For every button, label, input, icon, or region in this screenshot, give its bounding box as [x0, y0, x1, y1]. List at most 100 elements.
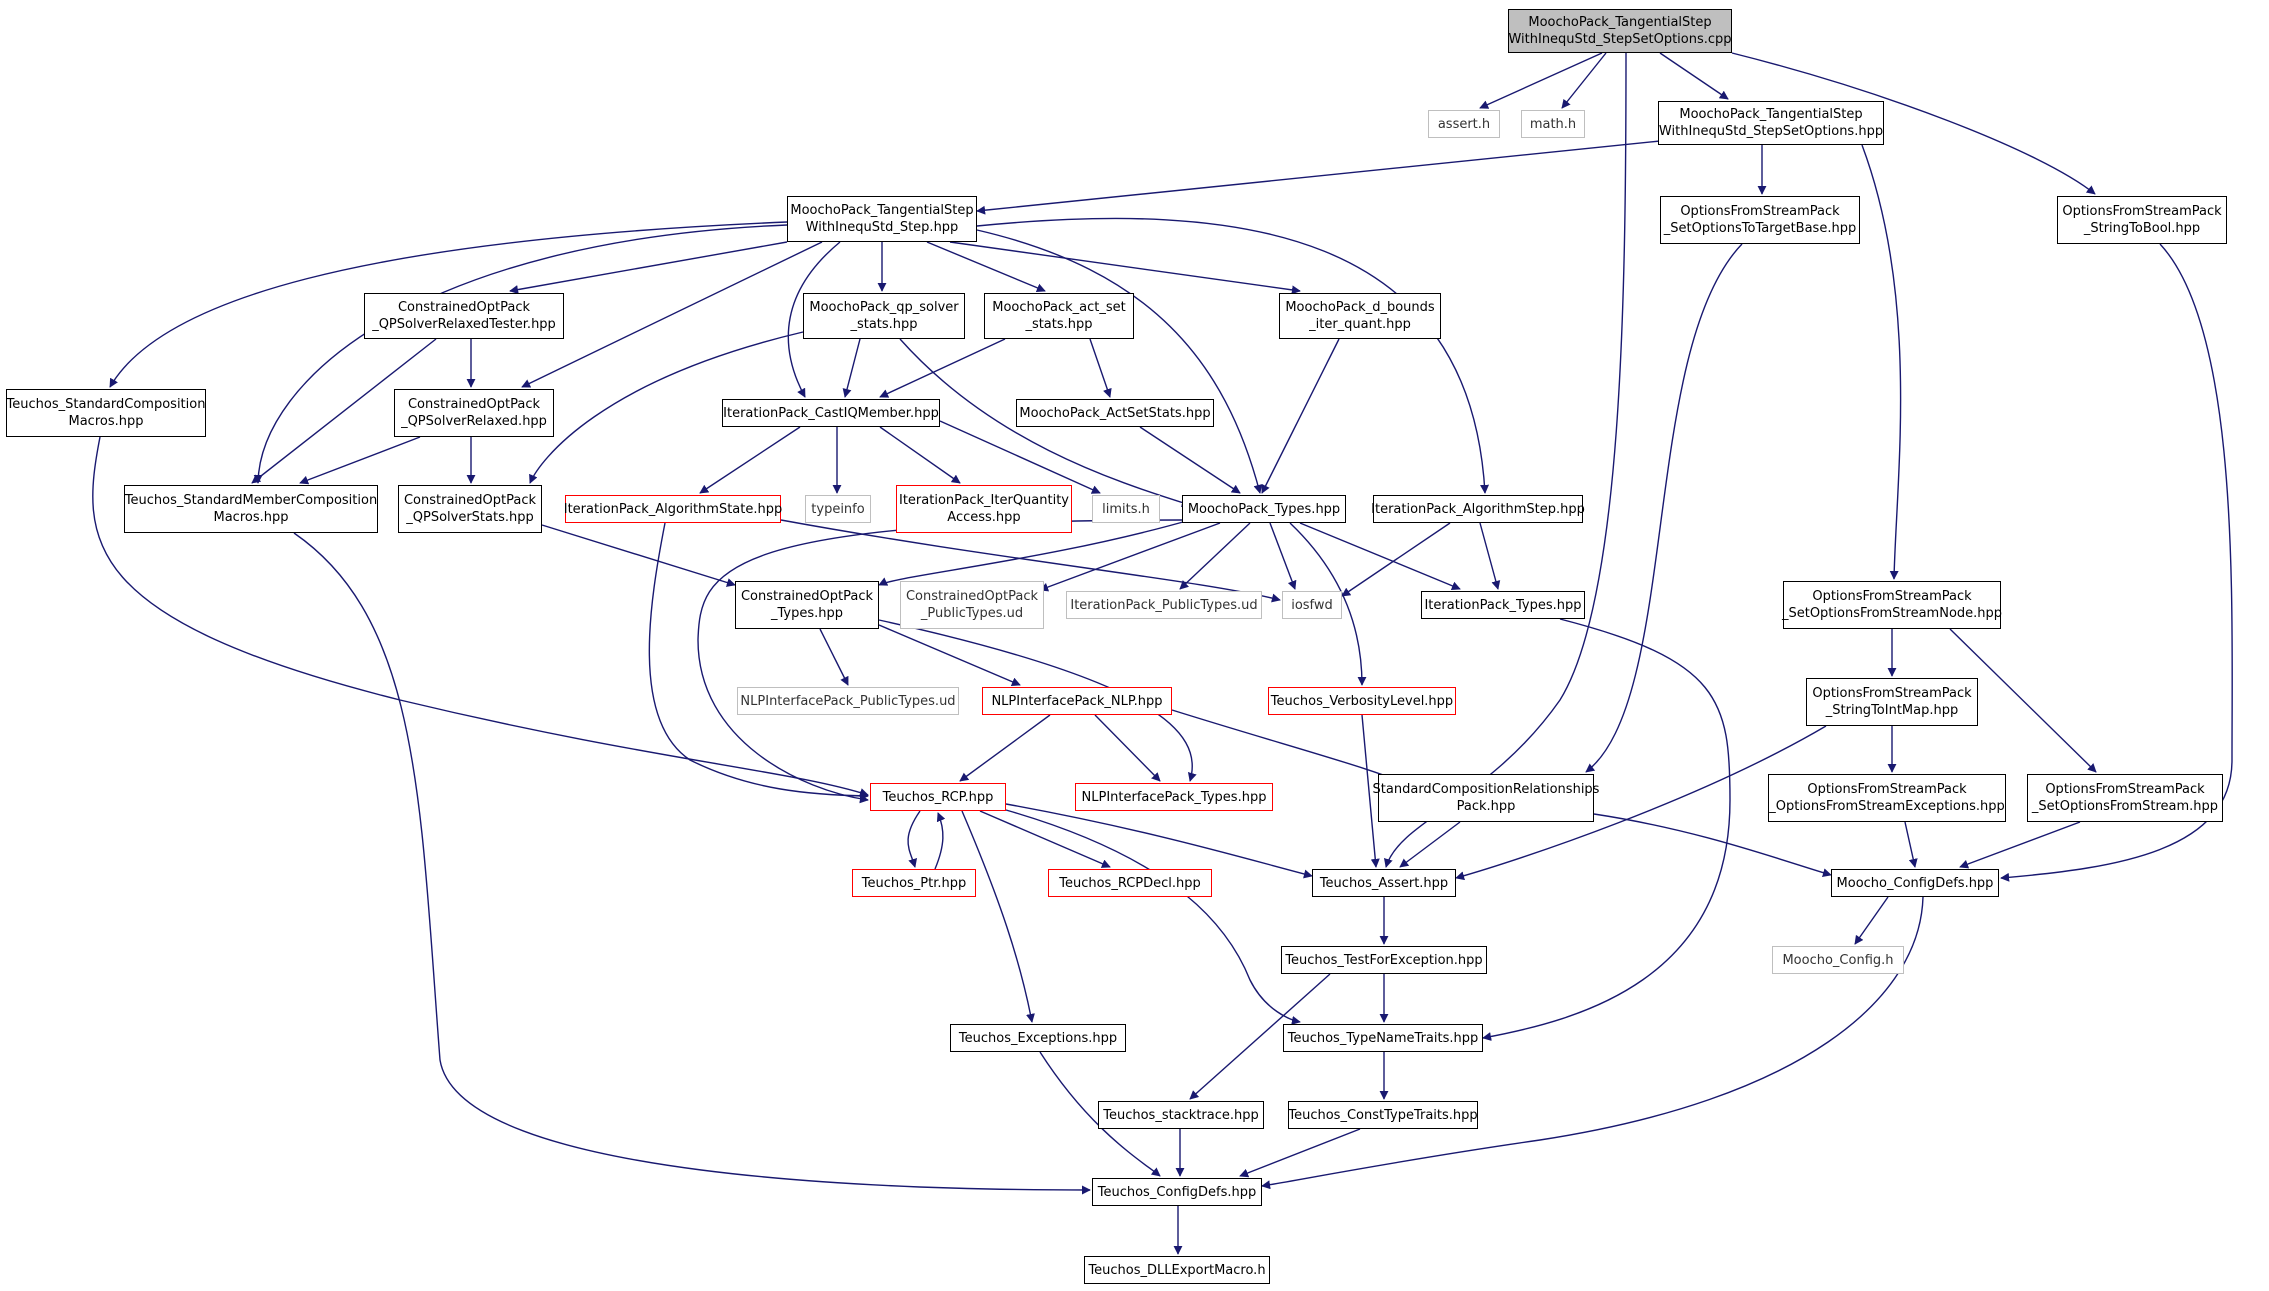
edge-step-to-actset-stats: [926, 241, 1046, 293]
edge-rcp-to-teuchos-assert: [1005, 803, 1313, 879]
node-limits-h[interactable]: limits.h: [1092, 495, 1160, 523]
node-testforexception[interactable]: Teuchos_TestForException.hpp: [1281, 946, 1487, 974]
edge-exceptions-to-t-configdefs: [1039, 1051, 1161, 1177]
node-algorithmstate[interactable]: IterationPack_AlgorithmState.hpp: [564, 495, 782, 523]
edge-fromstreamnode-to-fromstream: [1949, 628, 2097, 773]
node-root-cpp[interactable]: MoochoPack_TangentialStep WithInequStd_S…: [1508, 9, 1732, 53]
node-act-set-stats[interactable]: MoochoPack_act_set _stats.hpp: [984, 293, 1134, 339]
edge-testforexc-to-stacktrace: [1189, 973, 1331, 1100]
edge-nlp-hpp-to-rcp: [959, 714, 1051, 782]
node-ip-publictypes-ud[interactable]: IterationPack_PublicTypes.ud: [1066, 591, 1262, 619]
edge-algstate-to-rcp: [648, 522, 869, 801]
edge-dbounds-to-moochotypes: [1261, 338, 1340, 494]
node-algorithmstep[interactable]: IterationPack_AlgorithmStep.hpp: [1371, 495, 1585, 523]
edge-step-to-dbounds: [949, 241, 1301, 295]
edge-algstep-to-iosfwd: [1341, 522, 1451, 597]
edge-nlp-hpp-to-nlp-types: [1094, 714, 1161, 782]
node-std-composition-macros[interactable]: Teuchos_StandardComposition Macros.hpp: [6, 389, 206, 437]
node-moocho-config-h[interactable]: Moocho_Config.h: [1772, 946, 1904, 974]
node-verbositylevel[interactable]: Teuchos_VerbosityLevel.hpp: [1268, 687, 1456, 715]
node-castiqmember[interactable]: IterationPack_CastIQMember.hpp: [722, 399, 940, 427]
edge-actset-stats-to-actsetstats: [1089, 338, 1112, 398]
node-iterationpack-types[interactable]: IterationPack_Types.hpp: [1421, 591, 1585, 619]
node-math-h[interactable]: math.h: [1521, 110, 1585, 138]
edge-root-to-teuchos-assert: [1384, 52, 1627, 868]
node-iosfwd[interactable]: iosfwd: [1282, 591, 1342, 619]
edge-stringtointmap-to-teuchos-assert: [1455, 725, 1827, 881]
node-stepsetoptions-hpp[interactable]: MoochoPack_TangentialStep WithInequStd_S…: [1658, 101, 1884, 145]
edge-rcp-to-rcpdecl: [979, 810, 1111, 868]
edge-settotarget-to-scrp: [1585, 243, 1743, 773]
edge-stdmembermacros-to-t-configdefs: [293, 532, 1091, 1195]
edge-moochotypes-to-ip-types: [1299, 522, 1461, 591]
edge-qpsolverstats-to-cop-types: [541, 524, 736, 587]
node-cop-publictypes-ud[interactable]: ConstrainedOptPack _PublicTypes.ud: [900, 581, 1044, 629]
edge-step-to-moochotypes: [976, 229, 1263, 494]
node-teuchos-rcpdecl[interactable]: Teuchos_RCPDecl.hpp: [1048, 869, 1212, 897]
edge-root-to-assert-h: [1479, 52, 1603, 109]
node-qpsolverstats[interactable]: ConstrainedOptPack _QPSolverStats.hpp: [398, 485, 542, 533]
edge-stringtobool-to-moocho-configdefs: [2000, 243, 2233, 882]
node-qpsolverrelaxedtester[interactable]: ConstrainedOptPack _QPSolverRelaxedTeste…: [364, 293, 564, 339]
node-typenametraits[interactable]: Teuchos_TypeNameTraits.hpp: [1283, 1024, 1483, 1052]
node-assert-h[interactable]: assert.h: [1428, 110, 1500, 138]
edge-step-to-qprelaxed: [521, 241, 823, 388]
edge-actsetstats-to-moochotypes: [1139, 426, 1241, 494]
node-step-hpp[interactable]: MoochoPack_TangentialStep WithInequStd_S…: [787, 196, 977, 242]
node-moocho-configdefs[interactable]: Moocho_ConfigDefs.hpp: [1831, 869, 1999, 897]
node-d-bounds-iter-quant[interactable]: MoochoPack_d_bounds _iter_quant.hpp: [1279, 293, 1441, 339]
node-teuchos-dllexportmacro[interactable]: Teuchos_DLLExportMacro.h: [1084, 1256, 1270, 1284]
node-stringtointmap[interactable]: OptionsFromStreamPack _StringToIntMap.hp…: [1806, 678, 1978, 726]
edge-cop-types-to-nlp-public-ud: [819, 628, 849, 686]
edge-rcp-to-exceptions: [961, 810, 1035, 1023]
node-constrainedoptpack-types[interactable]: ConstrainedOptPack _Types.hpp: [735, 581, 879, 629]
edge-castiq-to-iterqa: [879, 426, 961, 484]
edge-moochotypes-to-cop-public-ud: [1039, 522, 1221, 592]
node-qp-solver-stats[interactable]: MoochoPack_qp_solver _stats.hpp: [803, 293, 965, 339]
edge-ptr-to-rcp: [934, 812, 946, 870]
edge-scrp-to-teuchos-assert: [1399, 821, 1461, 868]
edge-step-to-castiq: [787, 241, 841, 398]
node-qpsolverrelaxed[interactable]: ConstrainedOptPack _QPSolverRelaxed.hpp: [394, 389, 554, 437]
edge-qpsolverstats-mp-to-castiq: [842, 338, 861, 398]
node-iterquantityaccess[interactable]: IterationPack_IterQuantity Access.hpp: [896, 485, 1072, 533]
edge-root-to-stringtobool: [1731, 52, 2096, 195]
edge-root-to-stepsetoptions: [1659, 52, 1729, 100]
node-consttypetraits[interactable]: Teuchos_ConstTypeTraits.hpp: [1288, 1101, 1478, 1129]
node-setoptionsfromstreamnode[interactable]: OptionsFromStreamPack _SetOptionsFromStr…: [1782, 581, 2002, 629]
node-nlpinterfacepack-types[interactable]: NLPInterfacePack_Types.hpp: [1075, 783, 1273, 811]
node-typeinfo[interactable]: typeinfo: [805, 495, 871, 523]
edge-step-to-stdmembermacros: [253, 224, 788, 484]
node-teuchos-stacktrace[interactable]: Teuchos_stacktrace.hpp: [1098, 1101, 1264, 1129]
edge-stepsetoptions-to-step: [976, 140, 1661, 215]
edge-verbosity-to-teuchos-assert: [1361, 714, 1380, 868]
edge-consttypetraits-to-t-configdefs: [1239, 1128, 1361, 1178]
node-std-composition-relationships-pack[interactable]: StandardCompositionRelationships Pack.hp…: [1373, 774, 1599, 822]
node-teuchos-assert[interactable]: Teuchos_Assert.hpp: [1312, 869, 1456, 897]
node-teuchos-ptr[interactable]: Teuchos_Ptr.hpp: [852, 869, 976, 897]
node-nlp-publictypes-ud[interactable]: NLPInterfacePack_PublicTypes.ud: [737, 687, 959, 715]
edge-moochotypes-to-iosfwd: [1269, 522, 1297, 590]
edge-cop-types-to-nlp-hpp: [878, 624, 1021, 686]
edge-stepsetoptions-to-fromstreamnode: [1861, 144, 1902, 580]
edge-qprelaxedtester-to-stdmembermacros: [251, 338, 437, 484]
node-optionsfromstreamexceptions[interactable]: OptionsFromStreamPack _OptionsFromStream…: [1768, 774, 2006, 822]
node-teuchos-exceptions[interactable]: Teuchos_Exceptions.hpp: [950, 1024, 1126, 1052]
node-actsetstats[interactable]: MoochoPack_ActSetStats.hpp: [1016, 399, 1214, 427]
edge-qpsolverstats-mp-to-moochotypes: [899, 338, 1191, 507]
node-setoptionsfromstream[interactable]: OptionsFromStreamPack _SetOptionsFromStr…: [2027, 774, 2223, 822]
node-moochopack-types[interactable]: MoochoPack_Types.hpp: [1182, 495, 1346, 523]
node-teuchos-configdefs[interactable]: Teuchos_ConfigDefs.hpp: [1092, 1178, 1262, 1206]
edge-root-to-math-h: [1561, 52, 1607, 109]
edge-step-to-algstep: [976, 217, 1490, 494]
node-settotargetbase[interactable]: OptionsFromStreamPack _SetOptionsToTarge…: [1660, 196, 1860, 244]
edge-castiq-to-limits: [939, 420, 1101, 494]
edge-qpsolverstats-mp-to-qpsolverstats: [529, 331, 804, 484]
node-std-member-composition-macros[interactable]: Teuchos_StandardMemberComposition Macros…: [124, 485, 378, 533]
node-teuchos-rcp[interactable]: Teuchos_RCP.hpp: [870, 783, 1006, 811]
edge-moochotypes-to-verbosity: [1289, 522, 1367, 686]
node-nlpinterfacepack-nlp[interactable]: NLPInterfacePack_NLP.hpp: [982, 687, 1172, 715]
edge-step-to-stdcompmacros: [109, 221, 788, 388]
node-stringtobool[interactable]: OptionsFromStreamPack _StringToBool.hpp: [2057, 196, 2227, 244]
